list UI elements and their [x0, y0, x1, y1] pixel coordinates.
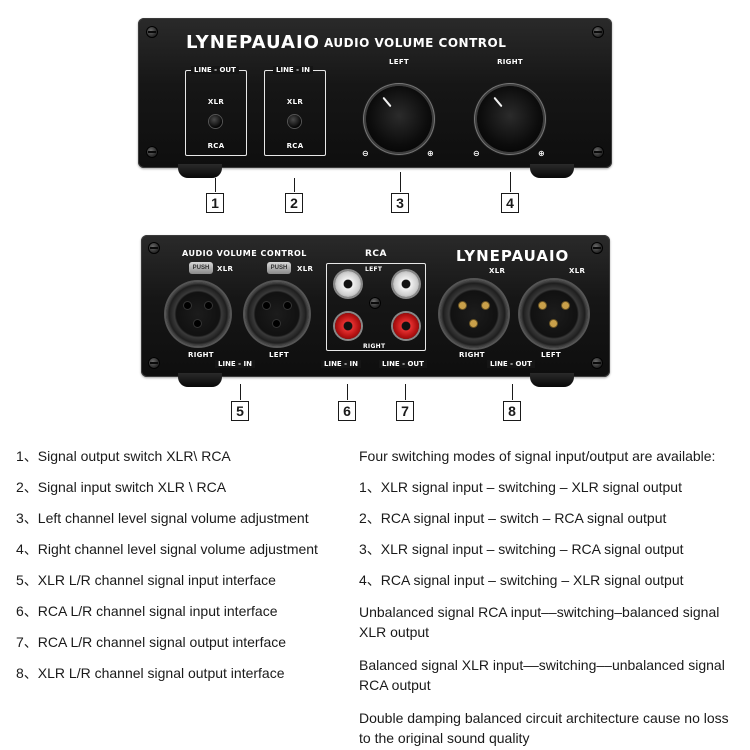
legend-item: 4、Right channel level signal volume adju…: [16, 541, 318, 557]
switch-rca-label: RCA: [207, 142, 225, 150]
mode-item: 1、XLR signal input – switching – XLR sig…: [359, 479, 682, 495]
callout-line: [510, 172, 511, 192]
rca-line-in-label: LINE - IN: [321, 360, 361, 368]
xlr-out-label: XLR: [489, 267, 506, 275]
knob-left-label: LEFT: [389, 58, 409, 66]
mode-item: 3、XLR signal input – switching – RCA sig…: [359, 541, 684, 557]
rca-box: [326, 263, 426, 351]
callout-line: [347, 384, 348, 400]
knob-max-icon: ⊕: [538, 149, 546, 158]
callout-line: [400, 172, 401, 192]
rear-left-label: LEFT: [269, 351, 289, 359]
front-foot-left: [178, 164, 222, 178]
callout-8: 8: [503, 401, 521, 421]
line-out-label: LINE - OUT: [191, 66, 239, 74]
xlr-lock-tab[interactable]: PUSH: [189, 262, 213, 274]
callout-line: [215, 178, 216, 192]
screw-icon: [591, 242, 603, 254]
xlr-in-label: XLR: [217, 265, 234, 273]
right-volume-knob[interactable]: [477, 86, 543, 152]
legend-item: 1、Signal output switch XLR\ RCA: [16, 448, 231, 464]
rca-output-left[interactable]: [393, 271, 419, 297]
switch-xlr-label: XLR: [286, 98, 304, 106]
rear-out-left-label: LEFT: [541, 351, 561, 359]
callout-1: 1: [206, 193, 224, 213]
mode-note: Double damping balanced circuit architec…: [359, 710, 729, 746]
screw-icon: [148, 357, 160, 369]
knob-min-icon: ⊖: [473, 149, 481, 158]
line-in-label: LINE - IN: [273, 66, 313, 74]
screw-icon: [146, 26, 158, 38]
mode-note: Balanced signal XLR input––switching––un…: [359, 657, 725, 693]
legend-list: 1、Signal output switch XLR\ RCA 2、Signal…: [16, 447, 346, 695]
xlr-output-left[interactable]: [520, 280, 588, 348]
callout-6: 6: [338, 401, 356, 421]
rca-output-right[interactable]: [393, 313, 419, 339]
rca-left-label: LEFT: [365, 266, 383, 273]
front-panel: LYNEPAUAIO AUDIO VOLUME CONTROL LINE - O…: [138, 18, 612, 168]
callout-4: 4: [501, 193, 519, 213]
xlr-output-right[interactable]: [440, 280, 508, 348]
callout-5: 5: [231, 401, 249, 421]
rear-foot-left: [178, 373, 222, 387]
rca-line-out-label: LINE - OUT: [379, 360, 427, 368]
rear-line-in-label: LINE - IN: [215, 360, 255, 368]
modes-heading: Four switching modes of signal input/out…: [359, 448, 716, 464]
knob-min-icon: ⊖: [362, 149, 370, 158]
input-switch[interactable]: [288, 115, 301, 128]
rca-right-label: RIGHT: [363, 343, 386, 350]
xlr-lock-tab[interactable]: PUSH: [267, 262, 291, 274]
callout-line: [512, 384, 513, 400]
legend-item: 7、RCA L/R channel signal output interfac…: [16, 634, 287, 650]
mode-note: Unbalanced signal RCA input––switching–b…: [359, 604, 720, 640]
left-volume-knob[interactable]: [366, 86, 432, 152]
callout-2: 2: [285, 193, 303, 213]
callout-3: 3: [391, 193, 409, 213]
legend-item: 8、XLR L/R channel signal output interfac…: [16, 665, 285, 681]
rear-right-label: RIGHT: [188, 351, 214, 359]
xlr-input-left[interactable]: [245, 282, 309, 346]
rear-out-right-label: RIGHT: [459, 351, 485, 359]
rca-label: RCA: [365, 249, 388, 259]
rca-input-left[interactable]: [335, 271, 361, 297]
callout-7: 7: [396, 401, 414, 421]
legend-item: 3、Left channel level signal volume adjus…: [16, 510, 309, 526]
callout-line: [294, 178, 295, 192]
screw-icon: [369, 297, 381, 309]
screw-icon: [592, 26, 604, 38]
screw-icon: [591, 357, 603, 369]
xlr-input-right[interactable]: [166, 282, 230, 346]
rear-line-out-label: LINE - OUT: [487, 360, 535, 368]
mode-item: 2、RCA signal input – switch – RCA signal…: [359, 510, 667, 526]
xlr-in-label: XLR: [297, 265, 314, 273]
screw-icon: [592, 146, 604, 158]
screw-icon: [148, 242, 160, 254]
legend-item: 5、XLR L/R channel signal input interface: [16, 572, 276, 588]
legend-item: 6、RCA L/R channel signal input interface: [16, 603, 278, 619]
rear-panel: AUDIO VOLUME CONTROL PUSH XLR PUSH XLR R…: [141, 235, 610, 377]
knob-max-icon: ⊕: [427, 149, 435, 158]
front-brand-logo: LYNEPAUAIO: [186, 32, 320, 53]
screw-icon: [146, 146, 158, 158]
front-foot-right: [530, 164, 574, 178]
legend-item: 2、Signal input switch XLR \ RCA: [16, 479, 227, 495]
switch-rca-label: RCA: [286, 142, 304, 150]
knob-right-label: RIGHT: [497, 58, 523, 66]
rear-brand-logo: LYNEPAUAIO: [456, 247, 570, 265]
rear-foot-right: [530, 373, 574, 387]
switch-xlr-label: XLR: [207, 98, 225, 106]
xlr-out-label: XLR: [569, 267, 586, 275]
switching-modes: Four switching modes of signal input/out…: [359, 447, 749, 750]
rca-input-right[interactable]: [335, 313, 361, 339]
callout-line: [240, 384, 241, 400]
front-title: AUDIO VOLUME CONTROL: [324, 36, 507, 50]
output-switch[interactable]: [209, 115, 222, 128]
mode-item: 4、RCA signal input – switching – XLR sig…: [359, 572, 684, 588]
callout-line: [405, 384, 406, 400]
rear-title: AUDIO VOLUME CONTROL: [182, 249, 307, 258]
